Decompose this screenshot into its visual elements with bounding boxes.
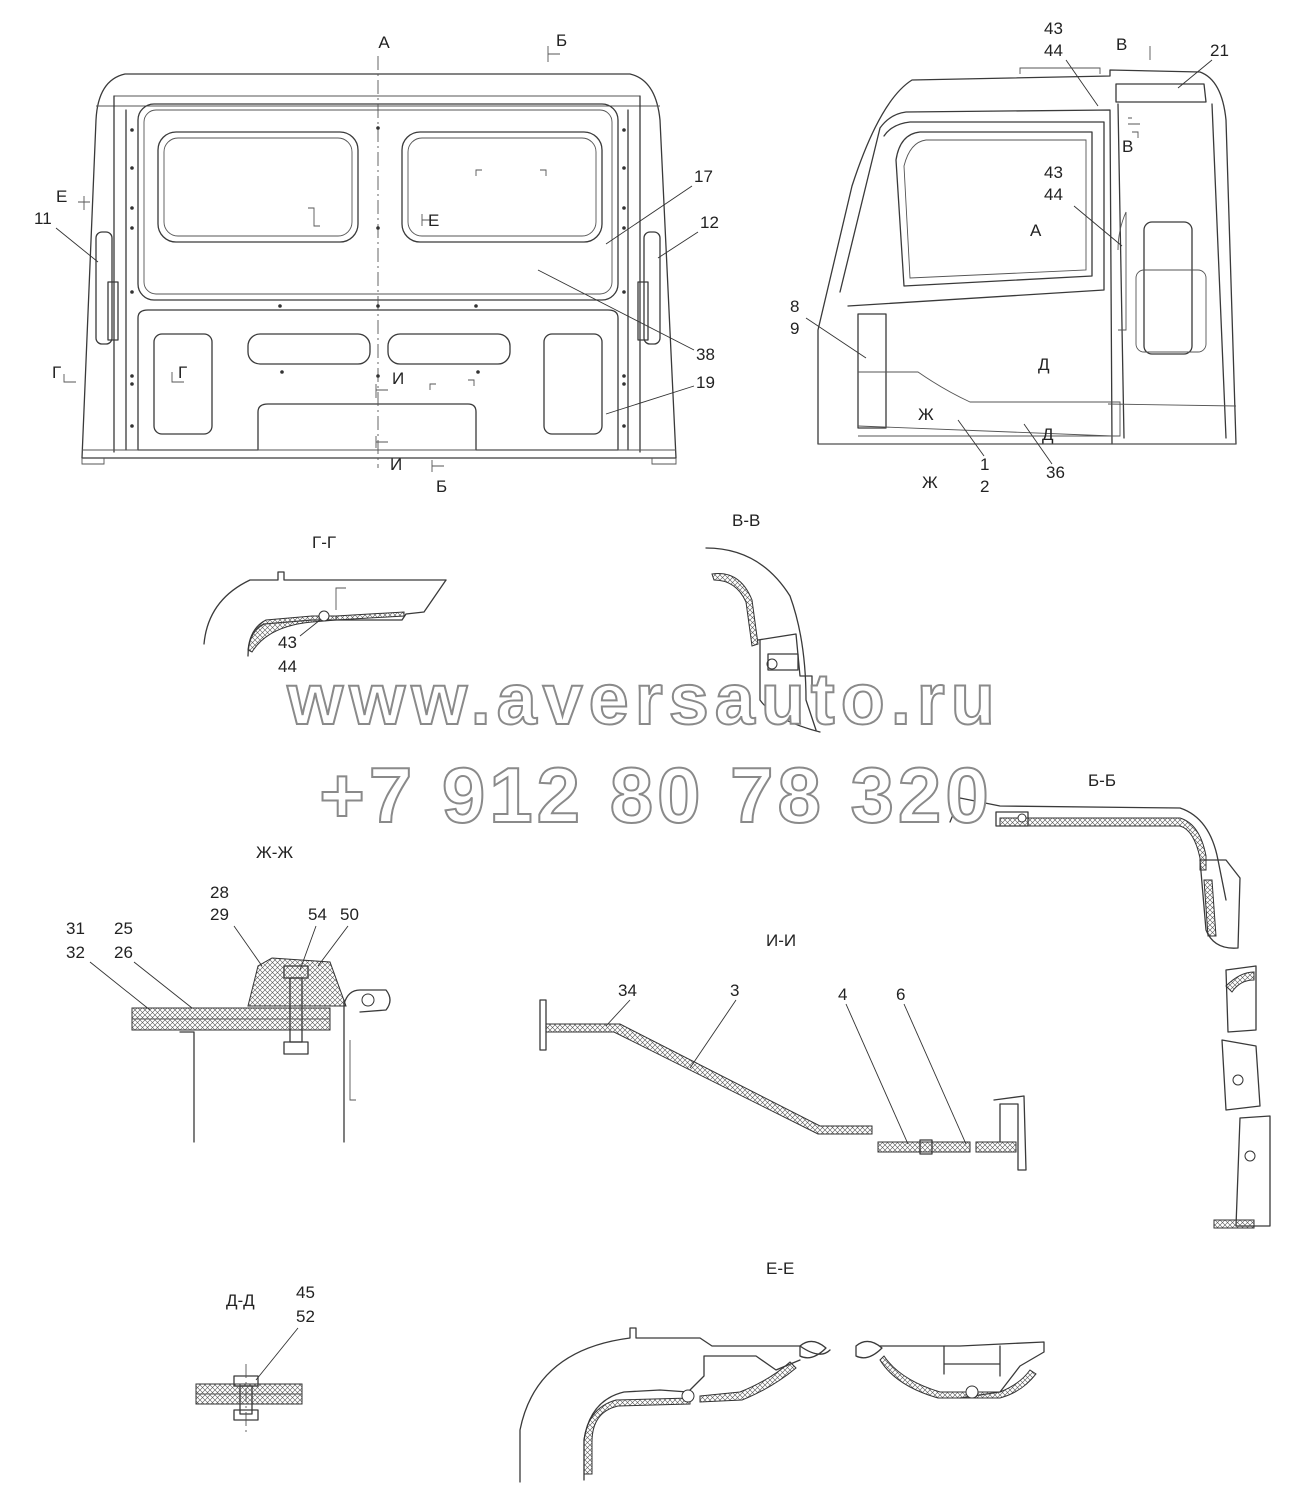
rivet-dot xyxy=(376,226,380,230)
callout-43-top: 43 xyxy=(1044,19,1063,38)
zh-callout-54: 54 xyxy=(308,905,327,924)
zh-callout-28: 28 xyxy=(210,883,229,902)
rivet-dot xyxy=(476,370,480,374)
callout-44-top: 44 xyxy=(1044,41,1063,60)
callout-38: 38 xyxy=(696,345,715,364)
side-mark-v-top: В xyxy=(1116,35,1127,54)
side-mark-zh-bottom: Ж xyxy=(922,473,938,492)
side-mark-a: А xyxy=(1030,221,1042,240)
rivet-dot xyxy=(278,304,282,308)
callout-1: 1 xyxy=(980,455,989,474)
section-d-d xyxy=(195,1364,303,1434)
zh-callout-25: 25 xyxy=(114,919,133,938)
rivet-dot xyxy=(474,304,478,308)
zh-callout-31: 31 xyxy=(66,919,85,938)
zh-callout-32: 32 xyxy=(66,943,85,962)
side-view xyxy=(817,46,1237,445)
section-v-v-title: В-В xyxy=(732,511,760,530)
watermark-phone: +7 912 80 78 320 xyxy=(319,751,992,839)
side-mark-d-top: Д xyxy=(1038,355,1050,374)
zh-callout-26: 26 xyxy=(114,943,133,962)
rear-mark-e-left: Е xyxy=(56,187,67,206)
section-g-g xyxy=(203,571,447,657)
section-e-e-title: Е-Е xyxy=(766,1259,794,1278)
rear-mark-b-bottom: Б xyxy=(436,477,447,496)
section-d-d-title: Д-Д xyxy=(226,1291,255,1310)
rear-mark-g-left: Г xyxy=(52,363,61,382)
side-mark-zh-top: Ж xyxy=(918,405,934,424)
side-mark-d-bottom: Д xyxy=(1042,425,1054,444)
rivet-dot xyxy=(130,226,134,230)
rivet-dot xyxy=(622,382,626,386)
section-v-v xyxy=(705,547,821,733)
callout-44-mid: 44 xyxy=(1044,185,1063,204)
rear-mark-i-bottom: И xyxy=(390,455,402,474)
section-i-i-title: И-И xyxy=(766,931,796,950)
zh-callout-29: 29 xyxy=(210,905,229,924)
callout-36: 36 xyxy=(1046,463,1065,482)
rivet-dot xyxy=(376,374,380,378)
rear-mark-b-top: Б xyxy=(556,31,567,50)
section-b-b-title: Б-Б xyxy=(1088,771,1116,790)
rivet-dot xyxy=(376,304,380,308)
rear-mark-e-mid: Е xyxy=(428,211,439,230)
rivet-dot xyxy=(130,166,134,170)
side-mark-v-bottom: В xyxy=(1122,137,1133,156)
section-g-g-title: Г-Г xyxy=(312,533,336,552)
g-g-callout-44: 44 xyxy=(278,657,297,676)
rear-view xyxy=(63,46,677,472)
rivet-dot xyxy=(622,128,626,132)
callout-2: 2 xyxy=(980,477,989,496)
callout-19: 19 xyxy=(696,373,715,392)
rivet-dot xyxy=(130,374,134,378)
watermark-url: www.aversauto.ru xyxy=(286,660,1001,740)
callout-9: 9 xyxy=(790,319,799,338)
section-b-b xyxy=(949,797,1271,1229)
rear-mark-g-mid: Г xyxy=(178,363,187,382)
d-callout-45: 45 xyxy=(296,1283,315,1302)
rivet-dot xyxy=(280,370,284,374)
callout-43-mid: 43 xyxy=(1044,163,1063,182)
rivet-dot xyxy=(130,382,134,386)
zh-callout-50: 50 xyxy=(340,905,359,924)
rivet-dot xyxy=(622,290,626,294)
rivet-dot xyxy=(130,206,134,210)
callout-11: 11 xyxy=(34,209,52,228)
rivet-dot xyxy=(622,226,626,230)
rivet-dot xyxy=(622,206,626,210)
section-i-i xyxy=(539,999,1027,1171)
rear-mark-i-top: И xyxy=(392,369,404,388)
rivet-dot xyxy=(622,374,626,378)
callout-21: 21 xyxy=(1210,41,1229,60)
g-g-callout-43: 43 xyxy=(278,633,297,652)
section-e-e xyxy=(519,1327,1045,1483)
rivet-dot xyxy=(130,424,134,428)
d-callout-52: 52 xyxy=(296,1307,315,1326)
i-callout-3: 3 xyxy=(730,981,739,1000)
i-callout-4: 4 xyxy=(838,985,847,1004)
rivet-dot xyxy=(130,290,134,294)
i-callout-6: 6 xyxy=(896,985,905,1004)
i-callout-34: 34 xyxy=(618,981,637,1000)
section-zh-zh-title: Ж-Ж xyxy=(256,843,293,862)
callout-17: 17 xyxy=(694,167,713,186)
callout-12: 12 xyxy=(700,213,719,232)
section-zh-zh xyxy=(131,957,391,1143)
rivet-dot xyxy=(376,126,380,130)
callout-8: 8 xyxy=(790,297,799,316)
rivet-dot xyxy=(622,424,626,428)
rear-mark-a: А xyxy=(378,33,390,52)
rivet-dot xyxy=(622,166,626,170)
rivet-dot xyxy=(130,128,134,132)
